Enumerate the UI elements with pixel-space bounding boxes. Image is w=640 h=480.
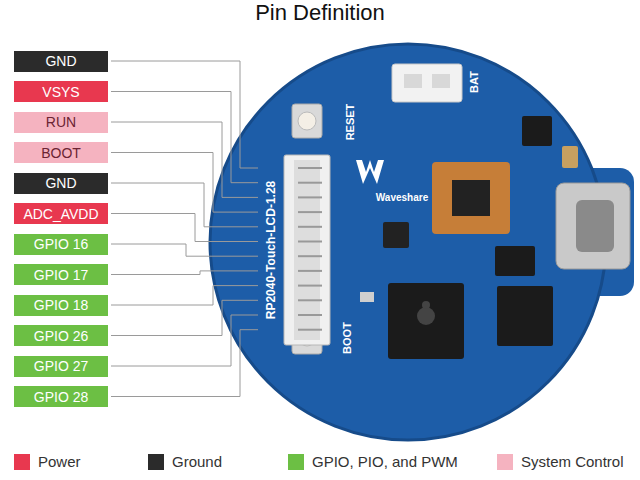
legend-swatch [14, 454, 30, 470]
leader-line [111, 92, 258, 183]
silkscreen-label: BOOT [342, 322, 353, 354]
pin-name: ADC_AVDD [23, 206, 98, 222]
capacitor [562, 146, 578, 168]
leader-line [111, 330, 258, 397]
pin-label: GPIO 17 [14, 264, 108, 285]
pin-name: RUN [46, 114, 76, 130]
legend-swatch [148, 454, 164, 470]
leader-line [111, 183, 258, 227]
leader-line [111, 214, 258, 242]
imu-chip [383, 222, 409, 248]
leader-line [111, 271, 258, 275]
pin-label: GPIO 26 [14, 325, 108, 346]
leader-line [111, 286, 258, 305]
silkscreen-label: RESET [345, 104, 356, 141]
leader-line [111, 122, 258, 197]
pin-name: GND [45, 175, 76, 191]
logo-symbol [356, 160, 384, 184]
silkscreen-label: BAT [469, 71, 480, 93]
charger-chip [495, 246, 535, 276]
legend-item: Power [14, 453, 81, 470]
pin-name: GPIO 18 [34, 297, 88, 313]
legend-text: GPIO, PIO, and PWM [312, 453, 458, 470]
pin-label: GPIO 16 [14, 234, 108, 255]
battery-connector [392, 64, 462, 102]
pin-name: GND [45, 53, 76, 69]
pin-label: RUN [14, 112, 108, 133]
pin-name: GPIO 28 [34, 389, 88, 405]
legend-item: GPIO, PIO, and PWM [288, 453, 458, 470]
pin-name: GPIO 27 [34, 358, 88, 374]
resistor [360, 292, 374, 302]
legend-swatch [497, 454, 513, 470]
pin-label: VSYS [14, 81, 108, 102]
touch-chip [432, 162, 510, 234]
pin-label: GPIO 18 [14, 295, 108, 316]
pin-name: BOOT [41, 145, 81, 161]
pin-name: GPIO 16 [34, 236, 88, 252]
pin-label: ADC_AVDD [14, 203, 108, 224]
flash-chip [497, 286, 553, 346]
title: Pin Definition [0, 0, 640, 26]
legend-item: Ground [148, 453, 222, 470]
reset-button [292, 104, 322, 138]
leader-line [111, 153, 258, 213]
rp2040-chip [388, 283, 464, 359]
usb-c-port [556, 183, 630, 269]
pin-label: GND [14, 51, 108, 72]
legend-text: Ground [172, 453, 222, 470]
legend-swatch [288, 454, 304, 470]
pin-name: GPIO 17 [34, 267, 88, 283]
pin-label: GPIO 27 [14, 356, 108, 377]
regulator-chip [522, 116, 552, 146]
pin-label: GND [14, 173, 108, 194]
legend-text: Power [38, 453, 81, 470]
board-outline [210, 44, 606, 440]
leader-line [111, 300, 258, 335]
silkscreen-label: Waveshare [376, 193, 428, 203]
pin-label: GPIO 28 [14, 386, 108, 407]
legend-item: System Control [497, 453, 624, 470]
pin-name: VSYS [42, 84, 79, 100]
leader-line [111, 61, 258, 168]
pin-label: BOOT [14, 142, 108, 163]
leader-line [111, 315, 258, 366]
leader-line [111, 244, 258, 256]
pin-name: GPIO 26 [34, 328, 88, 344]
silkscreen-label: RP2040-Touch-LCD-1.28 [265, 181, 277, 319]
legend-text: System Control [521, 453, 624, 470]
fpc-connector [284, 155, 330, 345]
